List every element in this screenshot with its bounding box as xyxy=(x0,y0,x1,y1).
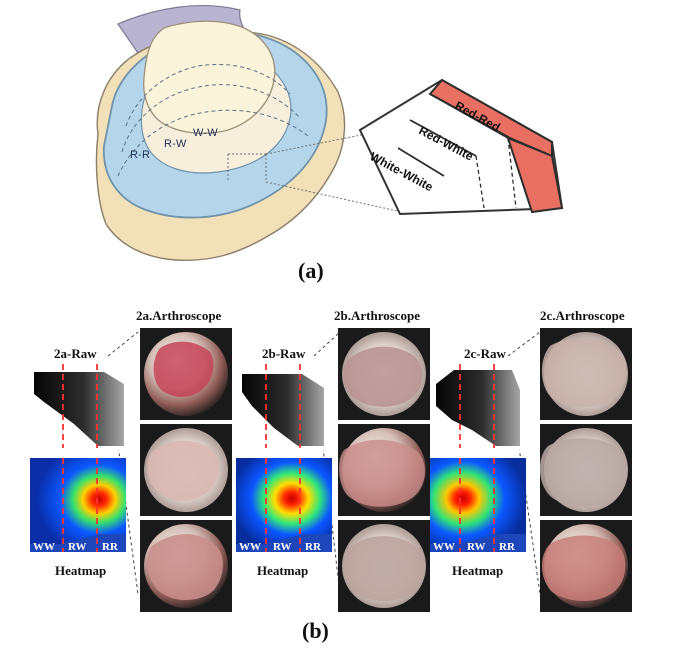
raw-guides-2 xyxy=(265,364,301,448)
wedge-right-red-face xyxy=(506,136,564,214)
heatmap-label-3: Heatmap xyxy=(452,563,503,578)
scope-tissue-3c xyxy=(541,535,626,601)
arthroscope-label-1: 2a.Arthroscope xyxy=(136,308,222,323)
panel-b-group-1: 2a-Raw 2a.Arthroscope WW RW RR Heatmap xyxy=(30,308,232,612)
heatmap-image-1 xyxy=(30,458,126,544)
wedge-side-dash-1 xyxy=(475,155,485,209)
panel-a-wedge: Red-Red Red-White White-White xyxy=(358,78,564,216)
arthroscope-label-3: 2c.Arthroscope xyxy=(540,308,625,323)
heatmap-label-1: Heatmap xyxy=(55,563,106,578)
zone-label-ww: W-W xyxy=(193,127,218,139)
heatmap-axis-rr-1: RR xyxy=(102,541,119,553)
heatmap-axis-rw-1: RW xyxy=(68,541,87,553)
heatmap-guides-3 xyxy=(459,458,495,552)
scope-tissue-1a xyxy=(153,341,214,397)
panel-label-a: (a) xyxy=(298,258,324,283)
raw-guides-1 xyxy=(62,364,98,448)
raw-image-3 xyxy=(436,370,520,446)
raw-label-1: 2a-Raw xyxy=(54,346,97,361)
scope-tissue-3a xyxy=(541,338,627,407)
heatmap-axis-rw-2: RW xyxy=(273,541,292,553)
callout-connector-top xyxy=(265,131,377,155)
raw-image-1 xyxy=(34,372,124,446)
scope-tissue-2b xyxy=(339,439,425,507)
heatmap-image-2 xyxy=(236,458,332,544)
scope-tissue-2a xyxy=(343,346,423,407)
scope-tissue-1c xyxy=(146,534,223,601)
zone-label-rw: R-W xyxy=(164,138,187,150)
heatmap-axis-ww-3: WW xyxy=(433,541,455,553)
heatmap-axis-ww-2: WW xyxy=(239,541,261,553)
heatmap-image-3 xyxy=(430,458,526,544)
heatmap-guides-2 xyxy=(265,458,301,552)
heatmap-axis-rw-3: RW xyxy=(467,541,486,553)
meniscus-dash-outer xyxy=(117,109,309,177)
heatmap-axis-rr-3: RR xyxy=(499,541,516,553)
femoral-condyle xyxy=(143,20,276,134)
panel-b-group-3: 2c-Raw 2c.Arthroscope WW RW RR Heatmap xyxy=(430,308,632,612)
zone-label-rr: R-R xyxy=(130,149,150,161)
wedge-top-face-lines xyxy=(397,93,509,177)
wedge-side-dash-2 xyxy=(507,137,517,209)
heatmap-axis-ww-1: WW xyxy=(33,541,55,553)
heatmap-axis-rr-2: RR xyxy=(305,541,322,553)
raw-label-3: 2c-Raw xyxy=(464,346,506,361)
arthroscope-label-2: 2b.Arthroscope xyxy=(334,308,420,323)
scope-tissue-3b xyxy=(539,438,628,507)
heatmap-label-2: Heatmap xyxy=(257,563,308,578)
panel-a-illustration: W-W R-W R-R xyxy=(95,5,403,261)
callout-connector-bottom xyxy=(265,181,403,213)
panel-b-group-2: 2b-Raw 2b.Arthroscope WW RW RR Heatmap xyxy=(236,308,430,612)
raw-label-2: 2b-Raw xyxy=(262,346,306,361)
raw-guides-3 xyxy=(459,364,495,448)
callout-box-lines xyxy=(227,153,267,182)
scope-tissue-2c xyxy=(343,536,426,601)
scope-tissue-1b xyxy=(147,440,219,501)
panel-label-b: (b) xyxy=(302,618,329,643)
heatmap-guides-1 xyxy=(62,458,98,552)
raw-image-2 xyxy=(242,374,324,446)
meniscus-dash-inner xyxy=(125,63,291,127)
